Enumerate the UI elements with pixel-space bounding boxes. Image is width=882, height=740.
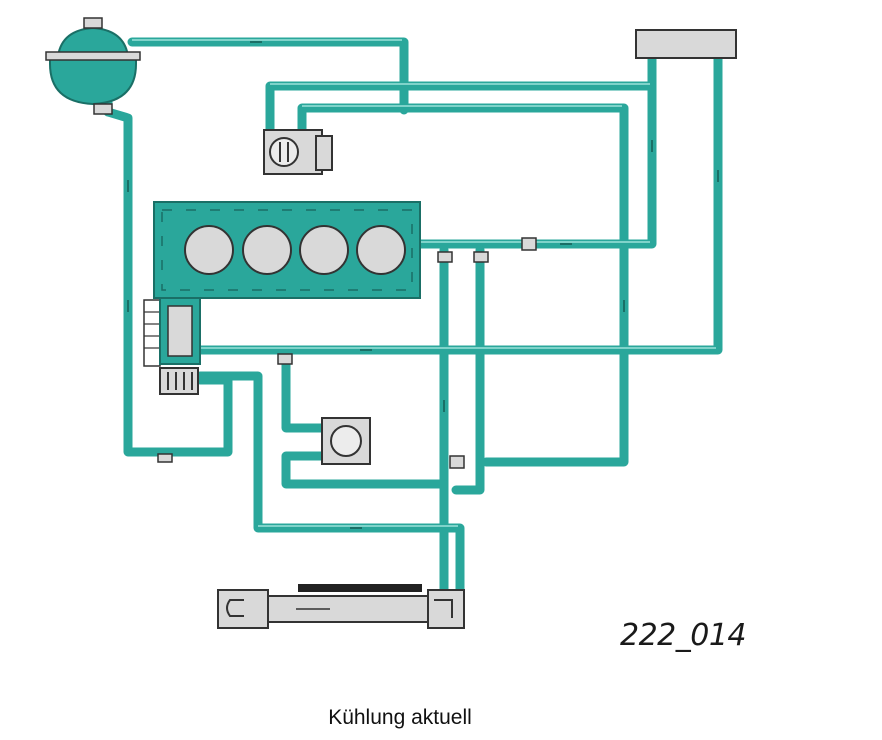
pipe-heater-outer bbox=[265, 53, 657, 137]
pipe-aux-pump-in bbox=[281, 345, 331, 433]
caption: Kühlung aktuell bbox=[328, 706, 472, 729]
flow-arrows bbox=[127, 41, 719, 529]
oil-cooler bbox=[217, 584, 465, 629]
cylinder-3 bbox=[299, 225, 349, 275]
pipe-connectors bbox=[93, 103, 537, 469]
radiator-top bbox=[635, 29, 737, 59]
pipe-oil-cooler-loop bbox=[195, 371, 465, 605]
pipe-highlights bbox=[132, 39, 716, 527]
figure-id: 222_014 bbox=[620, 618, 747, 653]
cylinder-2 bbox=[242, 225, 292, 275]
expansion-tank bbox=[45, 17, 141, 106]
pipe-radiator-return bbox=[195, 53, 723, 355]
cylinder-4 bbox=[356, 225, 406, 275]
pipe-heater-inner bbox=[297, 103, 629, 467]
cylinder-1 bbox=[184, 225, 234, 275]
heater-valve bbox=[263, 129, 333, 175]
pipe-block-down-right bbox=[451, 245, 485, 495]
coolant-pump-thermostat bbox=[143, 297, 201, 395]
auxiliary-pump bbox=[321, 417, 371, 465]
pipe-aux-pump-out bbox=[281, 451, 449, 489]
engine-block bbox=[153, 201, 421, 299]
pipe-block-to-radiator bbox=[415, 53, 657, 249]
